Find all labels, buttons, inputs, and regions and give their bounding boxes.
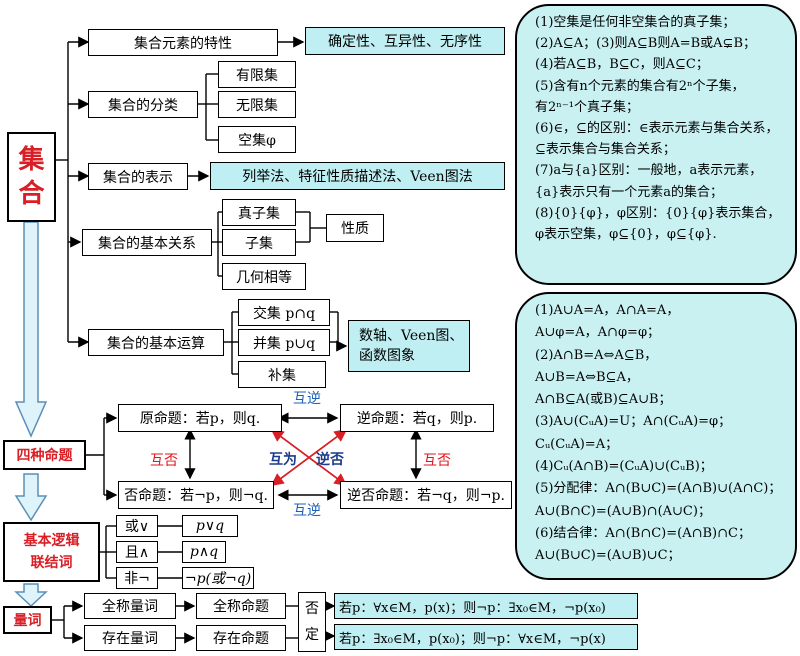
root-title-1: 集 bbox=[18, 145, 45, 175]
logic-not-formula: ¬p(或¬q) bbox=[182, 567, 254, 589]
subset-note: (4)若A⊆B，B⊆C，则A⊆C； bbox=[535, 57, 709, 73]
four-propositions-text: 四种命题 bbox=[16, 448, 73, 464]
class-finite: 有限集 bbox=[218, 61, 296, 88]
subset-note: ⊆表示集合与集合关系； bbox=[535, 142, 676, 158]
branch-representation: 集合的表示 bbox=[88, 163, 188, 190]
negation-existential: 若p：∃x₀∈M，p(x₀)；则¬p：∀x∈M，¬p(x) bbox=[334, 624, 638, 650]
op-union: 并集 p∪q bbox=[238, 329, 330, 356]
inverse-proposition: 否命题：若¬p，则¬q. bbox=[118, 481, 274, 509]
branch-representation-detail: 列举法、特征性质描述法、Veen图法 bbox=[210, 162, 505, 190]
relation-equal: 几何相等 bbox=[222, 263, 306, 290]
relation-subset: 子集 bbox=[222, 229, 296, 256]
class-infinite: 无限集 bbox=[218, 91, 296, 118]
root-title-2: 合 bbox=[18, 179, 45, 209]
mutual-negation-left: 互否 bbox=[150, 453, 178, 469]
logic-label-line1: 基本逻辑 bbox=[23, 533, 80, 549]
converse-proposition: 逆命题：若q，则p. bbox=[340, 404, 494, 432]
class-empty: 空集φ bbox=[218, 126, 296, 153]
operation-law: A∪(B∪C)=(A∪B)∪C； bbox=[535, 548, 681, 564]
cross-label-right: 逆否 bbox=[316, 452, 344, 468]
operation-law: (2)A∩B=A⇔A⊆B， bbox=[535, 347, 658, 363]
negation-label-1: 否 bbox=[305, 601, 319, 617]
cross-label-left: 互为 bbox=[269, 452, 297, 468]
subset-note: φ表示空集，φ⊆{0}，φ⊆{φ}. bbox=[535, 227, 717, 243]
operation-law: A∪B=A⇔B⊆A， bbox=[535, 369, 639, 385]
subset-note: {a}表示只有一个元素a的集合； bbox=[535, 184, 724, 200]
op-intersection: 交集 p∩q bbox=[238, 299, 330, 326]
relation-proper-subset: 真子集 bbox=[222, 199, 296, 226]
op-methods-line2: 函数图象 bbox=[359, 348, 415, 364]
branch-basic-operations: 集合的基本运算 bbox=[88, 329, 224, 356]
branch-element-traits-detail: 确定性、互异性、无序性 bbox=[305, 27, 505, 55]
op-methods-line1: 数轴、Veen图、 bbox=[359, 328, 464, 344]
subset-note: (6)∈，⊆的区别：∈表示元素与集合关系， bbox=[535, 121, 779, 137]
branch-element-traits: 集合元素的特性 bbox=[88, 29, 278, 56]
logic-label-line2: 联结词 bbox=[30, 555, 73, 571]
subset-note: (2)A⊆A；(3)则A⊆B则A=B或A⊊B； bbox=[535, 36, 757, 52]
negation-universal: 若p：∀x∈M，p(x)；则¬p：∃x₀∈M，¬p(x₀) bbox=[334, 593, 638, 619]
mutual-converse-bottom: 互逆 bbox=[293, 503, 321, 519]
branch-basic-relations: 集合的基本关系 bbox=[82, 229, 212, 256]
existential-quantifier: 存在量词 bbox=[84, 625, 176, 651]
quantifier-label: 量词 bbox=[3, 606, 52, 634]
logic-not: 非¬ bbox=[116, 567, 158, 589]
mutual-negation-right: 互否 bbox=[423, 453, 451, 469]
negation-label-2: 定 bbox=[305, 627, 319, 643]
operation-law: A∩B⊆A(或B)⊆A∪B； bbox=[535, 392, 672, 408]
four-propositions-label: 四种命题 bbox=[3, 440, 86, 470]
original-proposition: 原命题：若p，则q. bbox=[118, 404, 282, 432]
existential-proposition: 存在命题 bbox=[196, 625, 286, 651]
logic-or-formula: p∨q bbox=[182, 515, 238, 537]
root-set-box: 集 合 bbox=[7, 132, 56, 222]
relation-properties: 性质 bbox=[326, 214, 384, 242]
op-methods: 数轴、Veen图、 函数图象 bbox=[348, 320, 470, 372]
logic-label: 基本逻辑 联结词 bbox=[3, 522, 100, 582]
branch-classification: 集合的分类 bbox=[88, 91, 198, 118]
mutual-converse-top: 互逆 bbox=[293, 391, 321, 407]
subset-note: 有2ⁿ⁻¹个真子集； bbox=[535, 99, 639, 115]
universal-quantifier: 全称量词 bbox=[84, 593, 176, 619]
operation-laws-panel: (1)A∪A=A，A∩A=A， A∪φ=A，A∩φ=φ； (2)A∩B=A⇔A⊆… bbox=[515, 292, 797, 580]
operation-law: (5)分配律：A∩(B∪C)=(A∩B)∪(A∩C)； bbox=[535, 481, 782, 497]
subset-note: (5)含有n个元素的集合有2ⁿ个子集， bbox=[535, 78, 745, 94]
universal-proposition: 全称命题 bbox=[196, 593, 286, 619]
subset-notes-panel: (1)空集是任何非空集合的真子集； (2)A⊆A；(3)则A⊆B则A=B或A⊊B… bbox=[515, 4, 797, 285]
operation-law: A∪(B∩C)=(A∪B)∩(A∪C)； bbox=[535, 503, 711, 519]
operation-law: (1)A∪A=A，A∩A=A， bbox=[535, 303, 680, 318]
subset-note: (8){0}{φ}，φ区别：{0}{φ}表示集合， bbox=[535, 205, 781, 221]
operation-law: (3)A∪(CᵤA)=U；A∩(CᵤA)=φ； bbox=[535, 414, 732, 430]
quantifier-label-text: 量词 bbox=[13, 613, 42, 629]
logic-or: 或∨ bbox=[116, 515, 158, 537]
subset-note: (1)空集是任何非空集合的真子集； bbox=[535, 15, 736, 30]
operation-law: A∪φ=A，A∩φ=φ； bbox=[535, 325, 661, 341]
operation-law: (6)结合律：A∩(B∩C)=(A∩B)∩C； bbox=[535, 525, 751, 541]
contrapositive-proposition: 逆否命题：若¬q，则¬p. bbox=[340, 481, 512, 509]
subset-note: (7)a与{a}区别：一般地，a表示元素， bbox=[535, 163, 763, 179]
negation-label: 否 定 bbox=[298, 592, 326, 652]
logic-and-formula: p∧q bbox=[182, 541, 226, 563]
operation-law: (4)Cᵤ(A∩B)=(CᵤA)∪(CᵤB)； bbox=[535, 459, 713, 475]
op-complement: 补集 bbox=[238, 361, 326, 388]
logic-and: 且∧ bbox=[116, 541, 158, 563]
operation-law: Cᵤ(CᵤA)=A； bbox=[535, 436, 619, 452]
